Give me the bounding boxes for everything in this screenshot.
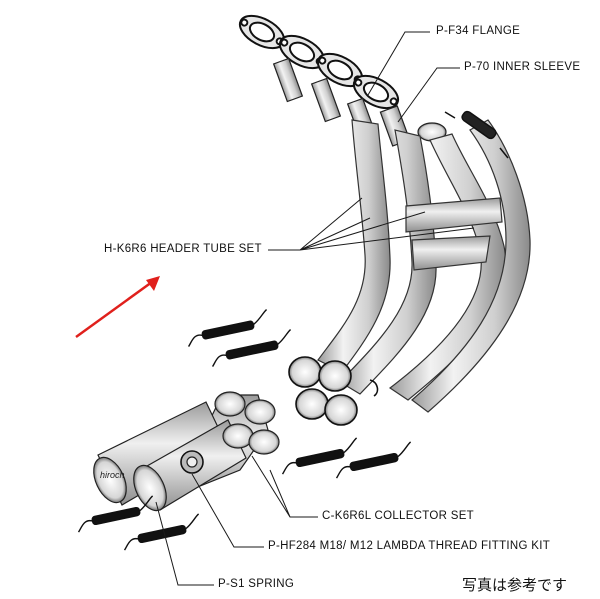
- spring-4: [335, 441, 412, 479]
- spring-5: [77, 495, 154, 533]
- watermark: hiroch: [100, 470, 125, 480]
- spring-1: [187, 308, 268, 347]
- label-lambda-kit: P-HF284 M18/ M12 LAMBDA THREAD FITTING K…: [268, 540, 551, 552]
- header-outlets: [288, 356, 379, 426]
- label-spring: P-S1 SPRING: [218, 578, 295, 590]
- photo-note: 写真は参考です: [462, 576, 568, 594]
- label-collector-set: C-K6R6L COLLECTOR SET: [322, 510, 475, 522]
- header-tube-set: [317, 119, 531, 413]
- red-arrow: [75, 276, 160, 339]
- spring-6: [123, 513, 200, 551]
- flanges: [238, 14, 400, 110]
- spring-2: [211, 328, 292, 367]
- spring-3: [281, 437, 358, 475]
- leader-lines: [155, 31, 475, 586]
- springs: [77, 308, 412, 551]
- label-inner-sleeve: P-70 INNER SLEEVE: [464, 61, 581, 73]
- flange-4: [352, 74, 400, 110]
- label-header-tube-set: H-K6R6 HEADER TUBE SET: [104, 243, 262, 255]
- header-spring: [444, 110, 509, 159]
- label-flange: P-F34 FLANGE: [436, 25, 521, 37]
- flange-2: [278, 34, 326, 70]
- collector-set: [93, 391, 280, 512]
